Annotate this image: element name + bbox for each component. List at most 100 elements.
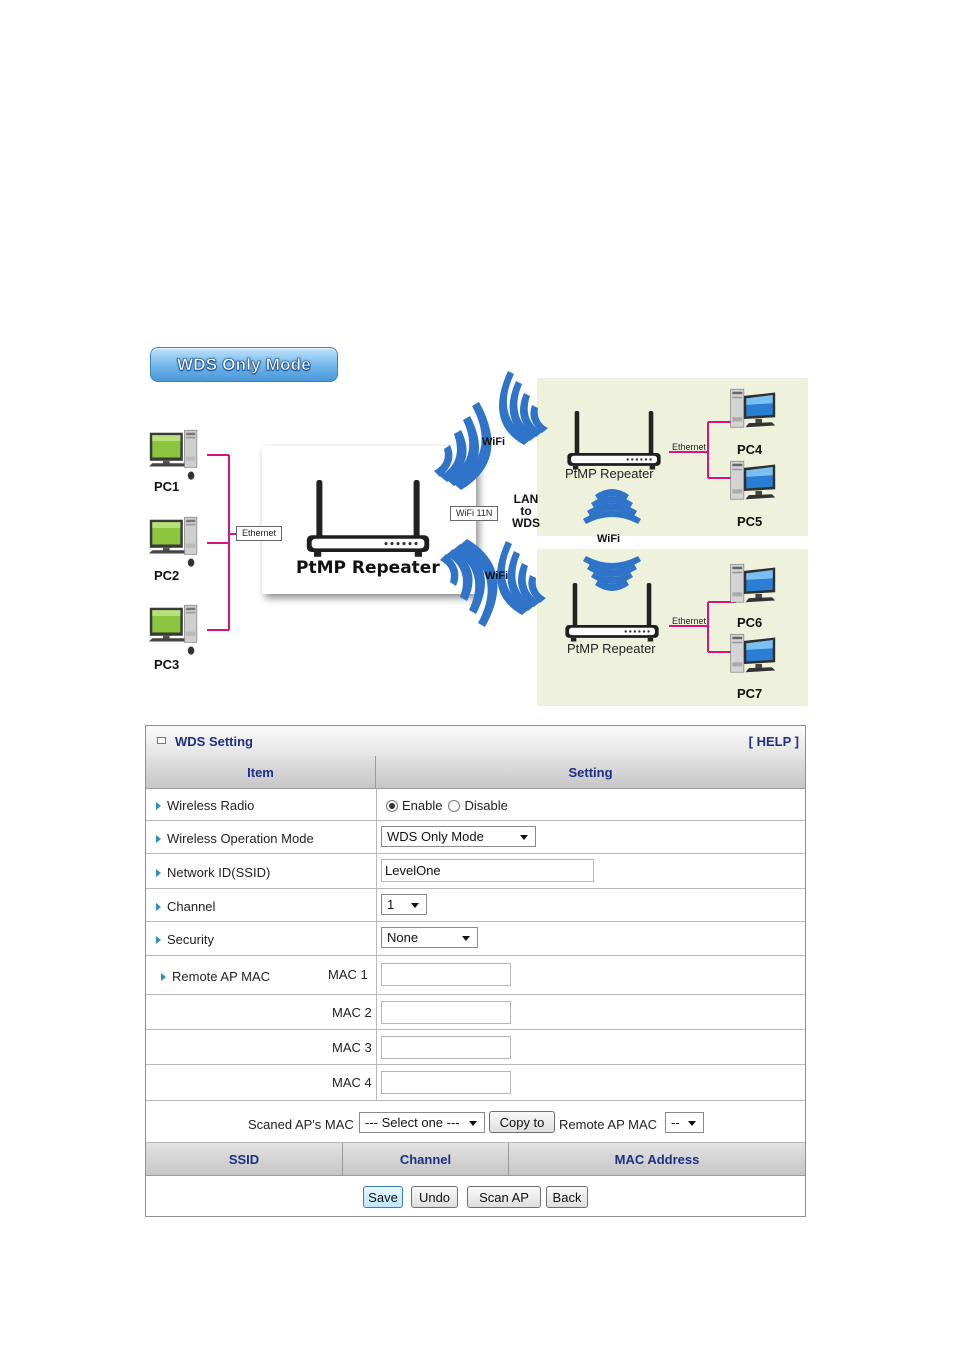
channel-select[interactable]: 1 (381, 894, 427, 915)
pc3-label: PC3 (154, 657, 180, 672)
pc1-computer (149, 429, 198, 481)
bullet-icon (156, 902, 161, 911)
pc3-computer (149, 604, 198, 656)
column-header-ssid: SSID (146, 1143, 343, 1176)
ssid-label: Network ID(SSID) (156, 865, 270, 880)
wifi-waves-main (434, 402, 498, 627)
radio-enable[interactable] (386, 799, 398, 812)
scanned-ap-mac-label: Scaned AP's MAC (248, 1117, 354, 1132)
wifi-label-link: WiFi (597, 533, 621, 545)
row-ssid: Network ID(SSID) LevelOne (146, 854, 805, 889)
security-label: Security (156, 932, 214, 947)
chevron-down-icon (520, 835, 528, 840)
save-button[interactable]: Save (363, 1186, 403, 1208)
remote-ap-mac-target-label: Remote AP MAC (559, 1117, 658, 1132)
operation-mode-label: Wireless Operation Mode (156, 831, 314, 846)
panel-title: WDS Setting (175, 734, 253, 749)
remote-ap-mac-label: Remote AP MAC (161, 969, 270, 984)
mac3-label: MAC 3 (332, 1040, 372, 1055)
row-mac3: MAC 3 (146, 1030, 805, 1065)
pc6-computer (730, 563, 776, 603)
mac2-label: MAC 2 (332, 1005, 372, 1020)
lan-word: LAN (513, 492, 539, 506)
remote-router-top (567, 411, 661, 470)
remote-device-top-label: PtMP Repeater (565, 466, 654, 481)
radio-disable-label: Disable (464, 798, 508, 813)
pc2-label: PC2 (154, 568, 180, 583)
ssid-input[interactable]: LevelOne (381, 859, 594, 882)
bullet-icon (156, 935, 161, 944)
wds-setting-panel: WDS Setting [ HELP ] Item Setting Wirele… (145, 725, 806, 1217)
security-select[interactable]: None (381, 927, 478, 948)
pc5-label: PC5 (737, 514, 763, 529)
remote-ap-target-select[interactable]: -- (665, 1112, 704, 1133)
to-word: to (520, 504, 532, 518)
back-button[interactable]: Back (546, 1186, 588, 1208)
ethernet-tag-bottom: Ethernet (672, 616, 707, 626)
row-mac2: MAC 2 (146, 995, 805, 1030)
pc5-computer (730, 460, 776, 500)
main-device-label: PtMP Repeater (296, 558, 440, 578)
radio-enable-label: Enable (402, 798, 443, 813)
wifi-waves-link (583, 489, 641, 591)
bullet-icon (161, 972, 166, 981)
chevron-down-icon (462, 936, 470, 941)
row-wireless-radio: Wireless Radio Enable Disable (146, 789, 805, 821)
column-header-item: Item (146, 756, 376, 789)
operation-mode-select[interactable]: WDS Only Mode (381, 826, 536, 847)
remote-router-bottom (565, 583, 659, 642)
mac4-label: MAC 4 (332, 1075, 372, 1090)
pc4-label: PC4 (737, 442, 763, 457)
row-operation-mode: Wireless Operation Mode WDS Only Mode (146, 821, 805, 854)
mac2-input[interactable] (381, 1001, 511, 1024)
chevron-down-icon (469, 1121, 477, 1126)
wifi-waves-remote (497, 371, 548, 615)
ethernet-tag-top: Ethernet (672, 442, 707, 452)
bullet-icon (156, 801, 161, 810)
copy-to-button[interactable]: Copy to (489, 1111, 555, 1133)
wireless-radio-label: Wireless Radio (156, 798, 254, 813)
wifi-label-bottom: WiFi (485, 570, 509, 582)
mac4-input[interactable] (381, 1071, 511, 1094)
pc2-computer (149, 516, 198, 568)
undo-button[interactable]: Undo (411, 1186, 458, 1208)
channel-label: Channel (156, 899, 215, 914)
pc4-computer (730, 388, 776, 428)
mac3-input[interactable] (381, 1036, 511, 1059)
scan-ap-button[interactable]: Scan AP (467, 1186, 541, 1208)
help-link[interactable]: [ HELP ] (748, 734, 799, 749)
mode-badge: WDS Only Mode (150, 347, 338, 382)
radio-tag-main: WiFi 11N (450, 506, 499, 521)
row-security: Security None (146, 922, 805, 956)
radio-disable[interactable] (448, 799, 461, 812)
chevron-down-icon (411, 903, 419, 908)
wds-word: WDS (512, 516, 540, 530)
mac1-label: MAC 1 (328, 967, 368, 982)
mac1-input[interactable] (381, 963, 511, 986)
remote-device-bottom-label: PtMP Repeater (567, 641, 656, 656)
row-mac1: Remote AP MAC MAC 1 (146, 956, 805, 995)
row-scan: Scaned AP's MAC --- Select one --- Copy … (146, 1101, 805, 1143)
lan-to-wds-label: LAN to WDS (508, 493, 544, 529)
bullet-icon (156, 834, 161, 843)
pc7-computer (730, 633, 776, 673)
panel-collapse-icon[interactable] (157, 737, 166, 744)
scanned-ap-select[interactable]: --- Select one --- (359, 1112, 485, 1133)
panel-header: WDS Setting [ HELP ] (146, 726, 805, 757)
row-mac4: MAC 4 (146, 1065, 805, 1101)
left-ethernet-links (207, 454, 262, 631)
wifi-label-top: WiFi (482, 436, 506, 448)
mode-badge-title: WDS Only Mode (177, 354, 311, 374)
radio-group: Enable Disable (386, 798, 508, 813)
column-header-setting: Setting (376, 756, 805, 789)
pc1-label: PC1 (154, 479, 180, 494)
network-diagram (149, 371, 776, 673)
row-channel: Channel 1 (146, 889, 805, 922)
chevron-down-icon (688, 1121, 696, 1126)
pc7-label: PC7 (737, 686, 763, 701)
bullet-icon (156, 868, 161, 877)
column-header-channel: Channel (343, 1143, 509, 1176)
pc6-label: PC6 (737, 615, 763, 630)
column-header-mac-address: MAC Address (509, 1143, 805, 1176)
ethernet-tag-left: Ethernet (236, 526, 283, 541)
